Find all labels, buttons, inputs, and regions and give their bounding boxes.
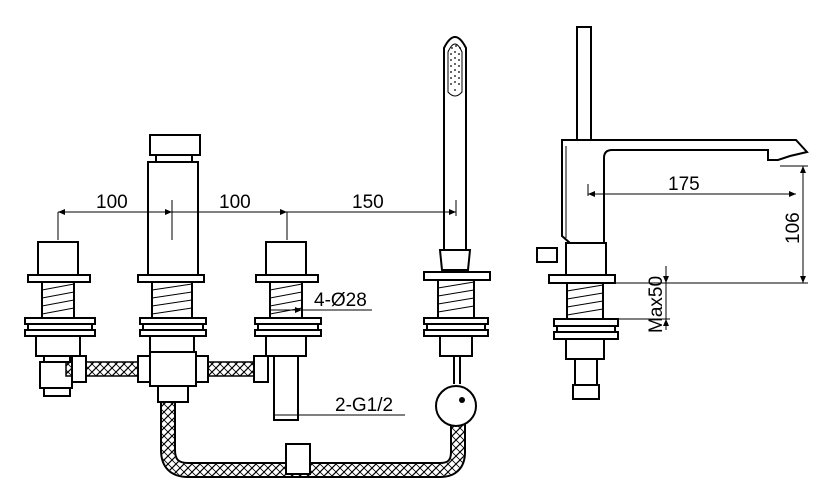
dimension-inlet-thread: 2-G1/2 xyxy=(335,395,393,416)
dimension-spacing-2: 100 xyxy=(219,192,251,213)
braided-hoses xyxy=(65,356,466,478)
front-dimensions: 100 100 150 4-Ø28 2-G1/2 xyxy=(57,192,457,416)
hand-shower xyxy=(423,36,491,357)
dimension-hole-diameter: 4-Ø28 xyxy=(314,290,367,311)
dimension-spout-reach: 175 xyxy=(668,174,700,195)
dimension-spacing-1: 100 xyxy=(96,192,128,213)
dimension-spout-height: 106 xyxy=(783,212,804,244)
dimension-spacing-3: 150 xyxy=(352,192,384,213)
mixing-body xyxy=(71,351,477,475)
center-spout xyxy=(137,134,207,357)
right-valve xyxy=(254,241,322,421)
side-view-faucet xyxy=(536,26,809,400)
dimension-max-deck: Max50 xyxy=(646,276,667,333)
side-dimensions: 175 106 Max50 xyxy=(587,165,808,333)
